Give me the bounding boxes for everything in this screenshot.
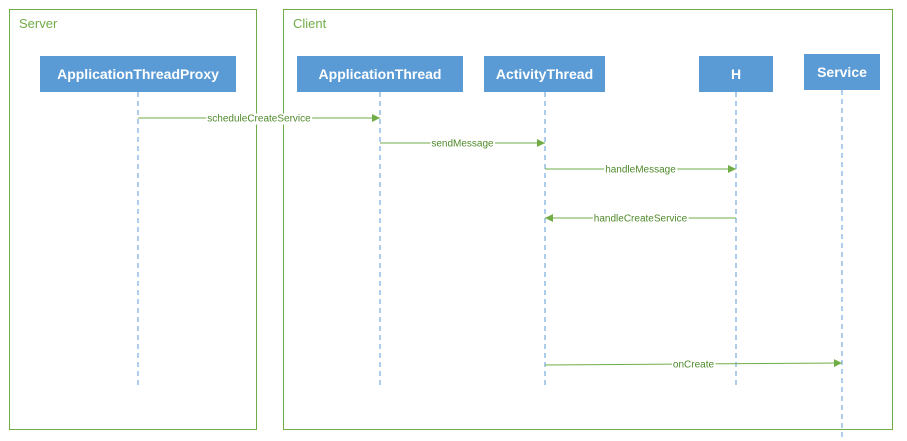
server-frame: Server <box>9 9 257 430</box>
message-label-5: onCreate <box>673 360 715 371</box>
message-label-bg-1 <box>206 113 313 125</box>
participant-application-thread-proxy: ApplicationThreadProxy <box>40 56 236 92</box>
message-label-1: scheduleCreateService <box>207 114 311 125</box>
participant-h: H <box>699 56 773 92</box>
client-frame-label: Client <box>293 16 327 31</box>
server-frame-label: Server <box>19 16 58 31</box>
message-label-2: sendMessage <box>431 139 494 150</box>
message-label-bg-5 <box>671 359 716 371</box>
message-label-bg-4 <box>592 213 689 225</box>
message-label-3: handleMessage <box>605 165 676 176</box>
message-label-4: handleCreateService <box>594 214 688 225</box>
message-label-bg-2 <box>430 138 496 150</box>
client-frame: Client <box>283 9 893 430</box>
participant-service: Service <box>804 54 880 90</box>
participant-activity-thread: ActivityThread <box>484 56 605 92</box>
message-label-bg-3 <box>604 164 678 176</box>
participant-application-thread: ApplicationThread <box>297 56 463 92</box>
